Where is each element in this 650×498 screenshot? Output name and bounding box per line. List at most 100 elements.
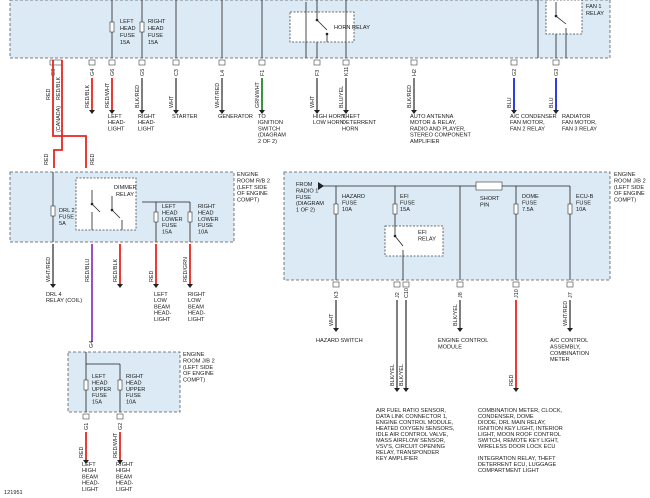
- svg-text:RED: RED: [44, 154, 50, 165]
- dimmer-relay: DIMMER RELAY: [75, 177, 137, 231]
- wire-color-label: BLK/YEL: [399, 364, 405, 386]
- top-fuse-left-head: LEFT HEAD FUSE 15A: [109, 0, 136, 58]
- horn-relay: HORN RELAY: [289, 0, 370, 58]
- jb2-load-dome: COMBINATION METER, CLOCK,CONDENSER, DOME…: [478, 408, 563, 450]
- pin-label: C10: [404, 288, 410, 298]
- wire-color-label: RED: [509, 375, 515, 386]
- svg-text:FAN 1: FAN 1: [586, 4, 602, 10]
- svg-text:HORN RELAY: HORN RELAY: [334, 25, 370, 31]
- wire-color-label: RED: [79, 447, 85, 458]
- wire-color-label: RED/BLK: [85, 85, 91, 108]
- svg-text:(CANADA): (CANADA): [56, 106, 62, 132]
- rb2-wire-3: RED: [149, 244, 159, 288]
- pin-label: F1: [260, 70, 266, 76]
- pin-label: K11: [344, 67, 350, 76]
- wire-color-label: BLU: [507, 97, 513, 108]
- wire-color-label: WHT: [329, 313, 335, 326]
- svg-text:RELAY: RELAY: [586, 11, 604, 17]
- svg-text:DIMMER: DIMMER: [114, 185, 137, 191]
- svg-text:G3: G3: [51, 69, 57, 76]
- fan1-relay: FAN 1 RELAY: [545, 0, 604, 58]
- pin-label: G3: [554, 69, 560, 76]
- pin-label: J7: [568, 292, 574, 298]
- figure-id: 121951: [4, 490, 23, 496]
- wire-color-label: BLK/YEL: [390, 364, 396, 386]
- pin-label: J10: [514, 289, 520, 298]
- svg-text:RED: RED: [90, 154, 96, 165]
- wire-color-label: BLU: [549, 97, 555, 108]
- wire-color-label: WHT/RED: [563, 301, 569, 326]
- wire-color-label: BLK/RED: [135, 85, 141, 108]
- wire-color-label: RED/BLU: [85, 259, 91, 282]
- jb2-load-efi: AIR FUEL RATIO SENSOR,DATA LINK CONNECTO…: [376, 408, 455, 462]
- wire-color-label: RED/WHT: [105, 82, 111, 108]
- canada-loop: (CANADA) RED RED: [44, 60, 96, 168]
- rb2-wire-4: RED/GRN: [183, 244, 193, 288]
- pin-label: J2: [395, 292, 401, 298]
- engine-room-jb2-box: [283, 171, 611, 281]
- wire-color-label: WHT/RED: [215, 83, 221, 108]
- top-load-2: STARTER: [172, 114, 198, 120]
- svg-text:RELAY: RELAY: [116, 192, 134, 198]
- wire-color-label: GRN/WHT: [255, 82, 261, 108]
- jb2-wires: K3WHTJ2BLK/YELC10BLK/YELJ8BLK/YELJ10REDJ…: [316, 281, 589, 474]
- wire-color-label: RED/BLK: [56, 77, 62, 100]
- svg-text:15A: 15A: [120, 40, 130, 46]
- top-load-3: GENERATOR: [218, 114, 253, 120]
- wire-color-label: WHT/RED: [46, 257, 52, 282]
- wire-color-label: BLU/YEL: [339, 86, 345, 108]
- pin-label: G6: [110, 69, 116, 76]
- pin-label: J8: [458, 292, 464, 298]
- svg-text:FUSE: FUSE: [148, 33, 163, 39]
- top-fuse-right-head: RIGHT HEAD FUSE 15A: [139, 0, 166, 58]
- rb2-wire-2: RED/BLK: [113, 244, 123, 288]
- wire-color-label: WHT: [169, 95, 175, 108]
- pin-label: C3: [174, 69, 180, 76]
- svg-text:HEAD: HEAD: [120, 26, 136, 32]
